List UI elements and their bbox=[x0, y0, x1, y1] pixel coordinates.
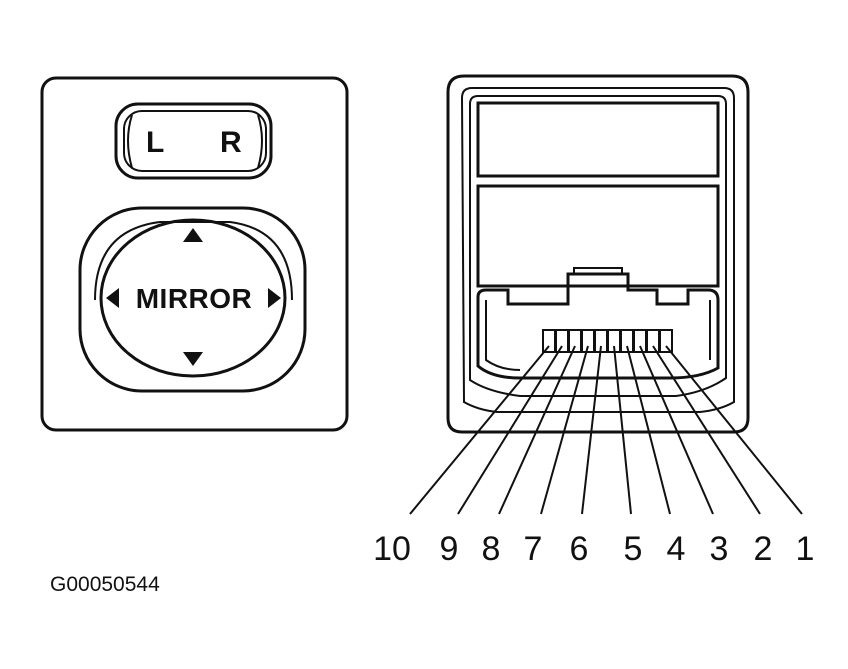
terminal-pins bbox=[542, 329, 673, 353]
upper-cavity bbox=[476, 101, 720, 178]
figure-id: G00050544 bbox=[50, 573, 160, 596]
pin-label: 2 bbox=[754, 530, 773, 568]
lr-selector-knob: L R bbox=[114, 102, 273, 180]
arrow-right-icon bbox=[268, 288, 281, 308]
pin-label: 4 bbox=[667, 530, 686, 568]
pin-label: 8 bbox=[482, 530, 501, 568]
pin-label: 10 bbox=[373, 530, 411, 568]
connector-housing bbox=[446, 74, 750, 434]
terminal-cavity bbox=[476, 272, 720, 380]
arrow-down-icon bbox=[183, 352, 203, 366]
pin-label: 3 bbox=[710, 530, 729, 568]
middle-cavity bbox=[476, 184, 720, 288]
pin-label: 9 bbox=[440, 530, 459, 568]
connector-back-view: 10 9 8 7 6 5 4 3 2 1 bbox=[373, 74, 814, 568]
switch-bezel bbox=[40, 76, 349, 432]
arrow-left-icon bbox=[106, 288, 119, 308]
right-mirror-label: R bbox=[220, 126, 242, 159]
mirror-label: MIRROR bbox=[136, 283, 253, 314]
pin-numbers: 10 9 8 7 6 5 4 3 2 1 bbox=[373, 530, 814, 568]
pin-label: 1 bbox=[796, 530, 815, 568]
left-mirror-label: L bbox=[146, 126, 164, 159]
pin-leader-lines bbox=[409, 345, 803, 515]
arrow-up-icon bbox=[183, 228, 203, 242]
pin-label: 5 bbox=[624, 530, 643, 568]
mirror-adjust-knob: MIRROR bbox=[78, 206, 307, 393]
mirror-switch-face: L R MIRROR bbox=[40, 76, 349, 432]
pin-label: 6 bbox=[570, 530, 589, 568]
pin-label: 7 bbox=[524, 530, 543, 568]
